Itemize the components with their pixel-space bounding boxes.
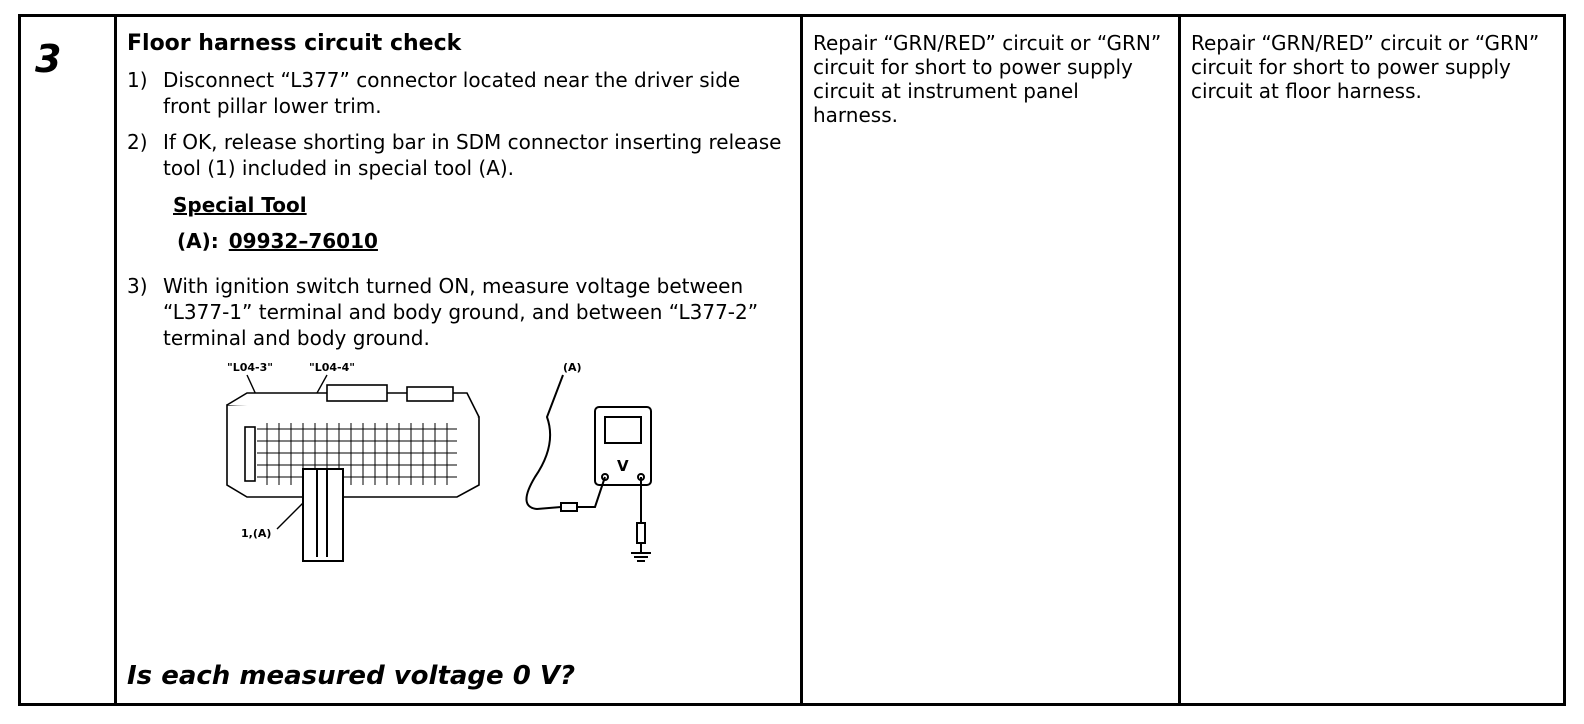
instruction-text: With ignition switch turned ON, measure … [163, 274, 759, 350]
probe-label: (A) [563, 361, 582, 374]
instruction-2: 2) If OK, release shorting bar in SDM con… [127, 129, 787, 181]
voltmeter-label: V [617, 457, 629, 475]
special-tool-heading: Special Tool [173, 193, 307, 217]
procedure-table: 3 Floor harness circuit check 1) Disconne… [18, 14, 1566, 706]
terminal-label-l04-4: "L04-4" [309, 361, 355, 374]
step-title: Floor harness circuit check [127, 31, 462, 56]
step-procedure-cell: Floor harness circuit check 1) Disconnect… [117, 17, 803, 703]
result-yes-text: Repair “GRN/RED” circuit or “GRN” circui… [813, 31, 1162, 127]
special-tool-code: 09932–76010 [228, 229, 378, 253]
instruction-text: Disconnect “L377” connector located near… [163, 68, 741, 118]
release-tool-icon [302, 468, 344, 562]
special-tool-line: (A): 09932–76010 [177, 229, 378, 253]
sdm-connector-icon [226, 384, 480, 498]
connector-measurement-illustration: "L04-3" "L04-4" (A) 1,(A) [226, 361, 652, 562]
result-no-cell: Repair “GRN/RED” circuit or “GRN” circui… [1181, 17, 1563, 703]
result-yes-cell: Repair “GRN/RED” circuit or “GRN” circui… [803, 17, 1181, 703]
step-number-cell: 3 [21, 17, 117, 703]
terminal-label-l04-3: "L04-3" [227, 361, 273, 374]
instruction-3: 3) With ignition switch turned ON, measur… [127, 273, 787, 351]
instruction-number: 1) [127, 68, 148, 92]
result-no-text: Repair “GRN/RED” circuit or “GRN” circui… [1191, 31, 1540, 103]
instruction-text: If OK, release shorting bar in SDM conne… [163, 130, 782, 180]
instruction-1: 1) Disconnect “L377” connector located ne… [127, 67, 787, 119]
instruction-number: 3) [127, 274, 148, 298]
instruction-number: 2) [127, 130, 148, 154]
step-number: 3 [35, 37, 62, 81]
tool-label: 1,(A) [241, 527, 271, 540]
voltmeter-icon [525, 374, 652, 562]
special-tool-label: (A): [177, 229, 219, 253]
check-question: Is each measured voltage 0 V? [127, 661, 576, 691]
